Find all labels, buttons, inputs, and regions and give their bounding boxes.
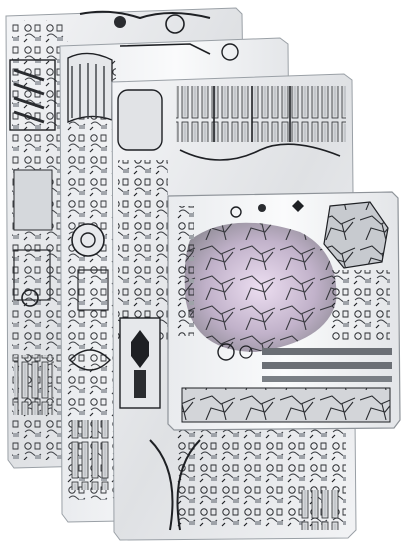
sheet-front — [167, 191, 401, 431]
